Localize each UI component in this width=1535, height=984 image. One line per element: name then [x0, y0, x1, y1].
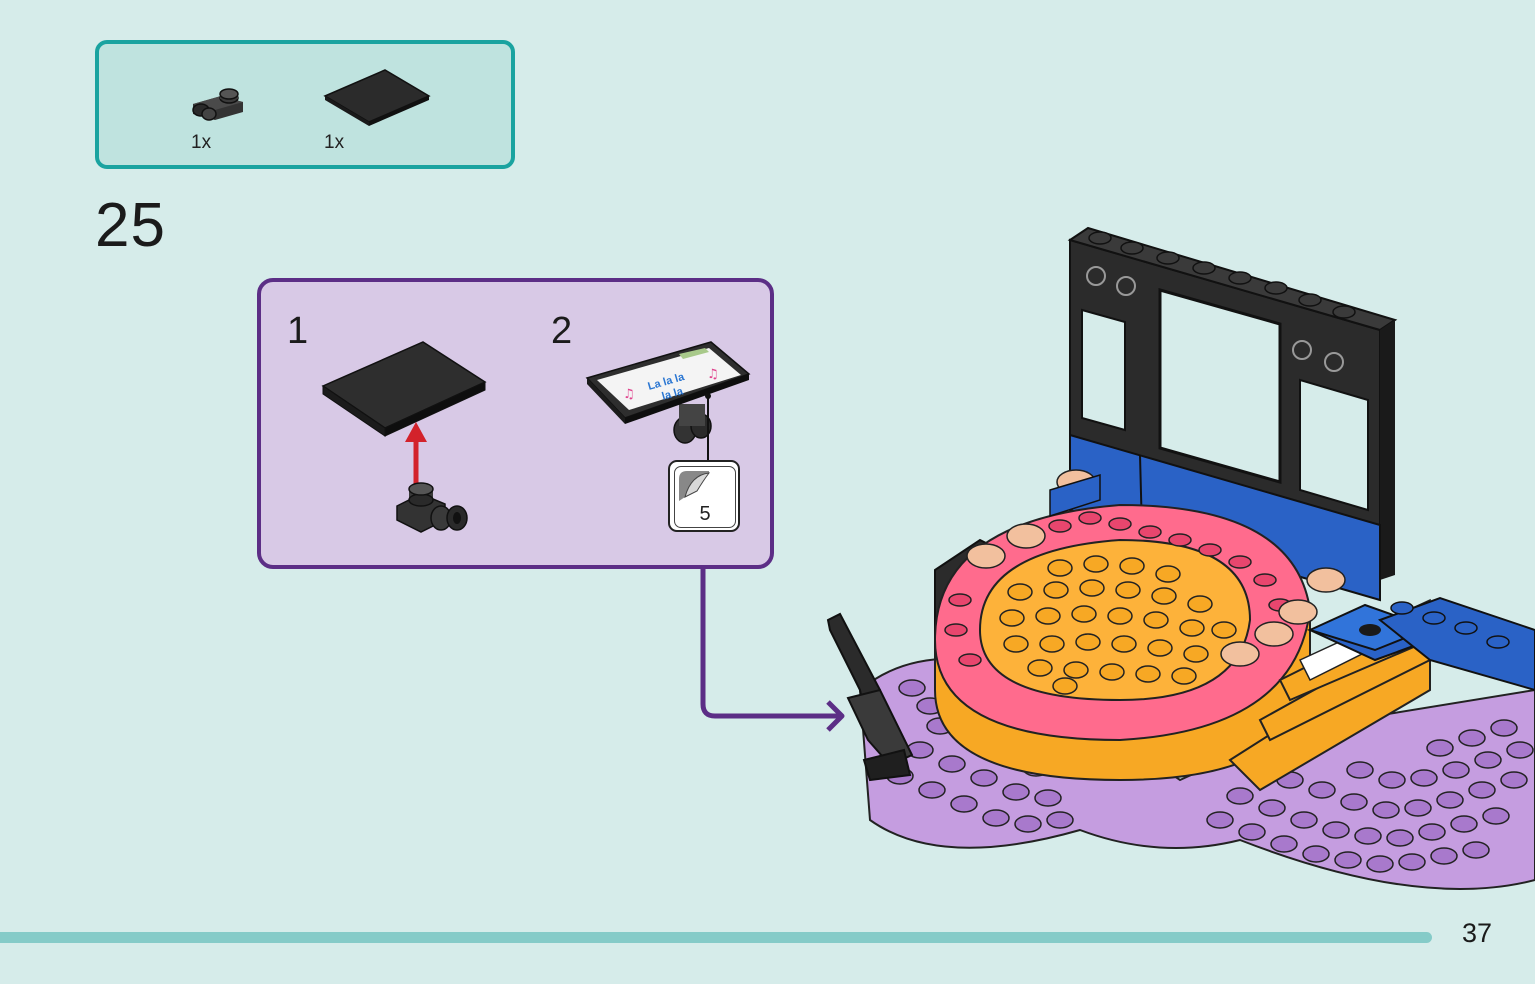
parts-list: 1x 1x [95, 40, 515, 169]
tile-part-icon [323, 69, 431, 126]
clip-plate-icon [396, 482, 468, 533]
callout-connector-arrow [700, 568, 845, 732]
part-quantity: 1x [191, 132, 212, 153]
wall-studs [1088, 231, 1356, 319]
clip-plate-part-icon [192, 88, 243, 121]
sticker-frame: 5 [674, 466, 736, 528]
stage-model-illustration [826, 226, 1535, 890]
tile-icon [321, 341, 487, 437]
step-number: 25 [95, 191, 166, 260]
svg-text:♫: ♫ [623, 387, 635, 402]
sticker-number: 5 [699, 503, 711, 525]
sticker-peel-icon [679, 471, 711, 501]
blue-studs [1390, 601, 1510, 649]
music-stand-icon: La la la la la ♫ ♫ [585, 341, 751, 444]
substep-number: 1 [287, 310, 309, 352]
sticker-leader-line [705, 393, 711, 467]
wall-holes [1086, 266, 1344, 372]
sticker-reference: 5 [668, 460, 740, 532]
page-progress-bar [0, 932, 1432, 943]
page-number: 37 [1462, 918, 1493, 948]
stage-studs [999, 555, 1237, 695]
sticker-text: la la [661, 385, 686, 403]
part-quantity: 1x [324, 132, 345, 153]
pink-studs [944, 511, 1292, 667]
svg-text:♫: ♫ [707, 367, 719, 382]
substep-number: 2 [551, 310, 573, 352]
